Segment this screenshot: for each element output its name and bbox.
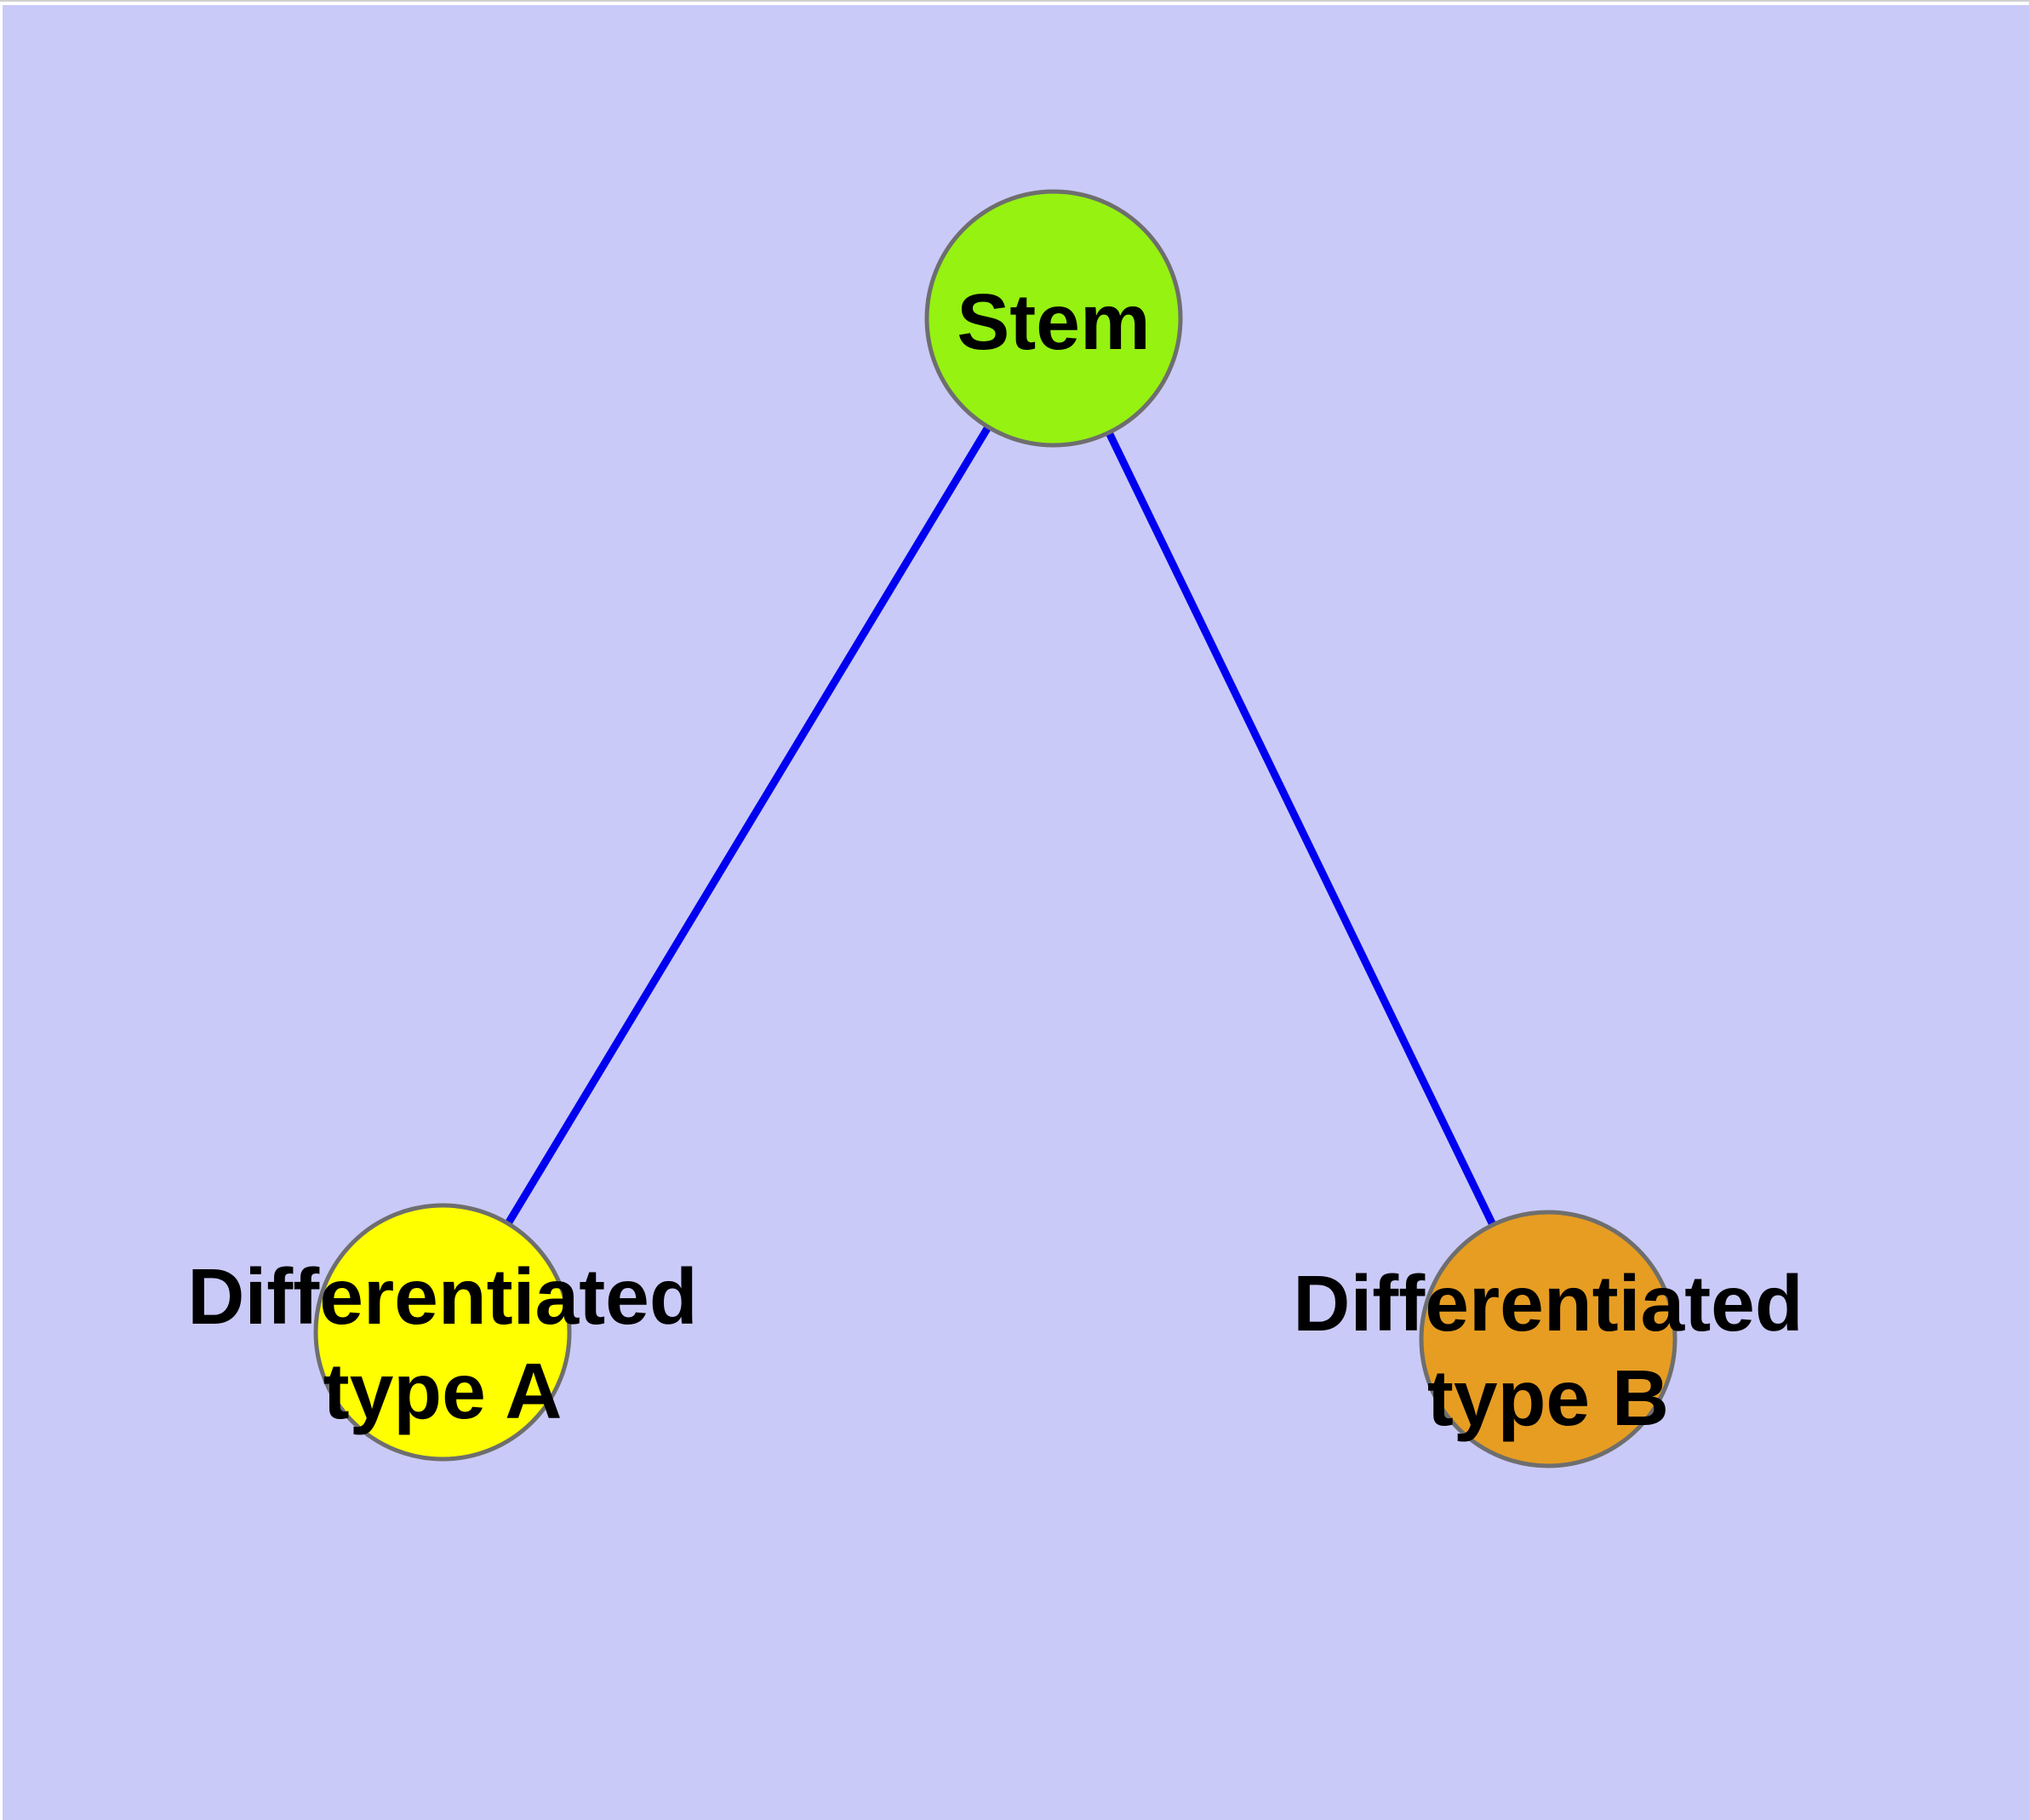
node-stem-label: Stem (957, 278, 1150, 366)
edge-stem-to-type-a (439, 316, 1057, 1335)
node-type-b-label-line1: Differentiated (1293, 1259, 1803, 1348)
node-differentiated-type-b[interactable] (1419, 1210, 1677, 1468)
node-type-b-label-line2: type B (1427, 1354, 1669, 1442)
node-differentiated-type-a[interactable] (313, 1203, 572, 1462)
node-type-a-label-line1: Differentiated (187, 1252, 697, 1341)
edge-stem-to-type-b (1049, 317, 1552, 1341)
node-type-a-label-line2: type A (323, 1347, 563, 1435)
window-edge (0, 0, 2029, 2)
node-stem[interactable] (924, 189, 1183, 448)
